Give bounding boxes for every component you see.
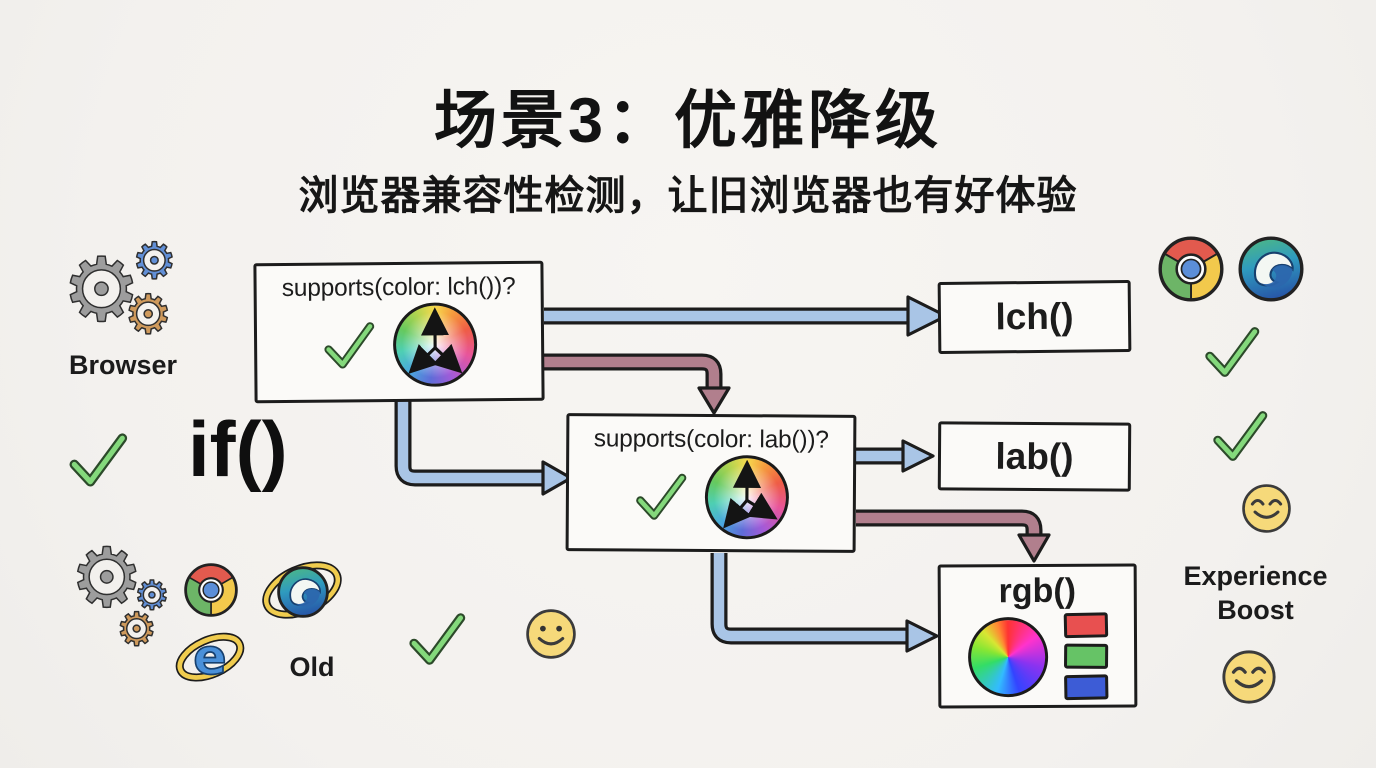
gear-icon: ⚙	[123, 283, 173, 346]
gears-icon: ⚙ ⚙ ⚙	[69, 531, 240, 668]
green-swatch	[1063, 643, 1108, 669]
node-lch: lch()	[937, 279, 1132, 355]
color-wheel-icon	[392, 302, 478, 388]
browser-label: Browser	[68, 350, 178, 380]
arrow-lab-fallback	[856, 509, 1051, 563]
smiley-icon	[1242, 484, 1291, 533]
svg-text:e: e	[193, 628, 226, 686]
check-icon	[409, 613, 466, 665]
experience-boost-label: Experience Boost	[1183, 561, 1328, 625]
check-icon	[69, 433, 128, 487]
gear-icon: ⚙	[69, 531, 144, 626]
smiley-icon	[526, 609, 576, 659]
page-title: 场景3：优雅降级	[433, 86, 943, 156]
node-lab-label: lab()	[995, 435, 1074, 477]
node-lab: lab()	[937, 421, 1132, 492]
color-wheel-icon	[704, 454, 790, 540]
red-swatch	[1063, 612, 1108, 639]
color-axes-icon	[408, 307, 463, 374]
check-icon	[1213, 411, 1268, 461]
old-label: Old	[289, 652, 335, 682]
chrome-icon	[1158, 236, 1224, 302]
arrow-lab-to-rgb	[710, 553, 939, 653]
gears-icon: ⚙ ⚙ ⚙	[61, 235, 212, 354]
node-supports-lab-label: supports(color: lab())?	[593, 425, 829, 454]
node-supports-lch-label: supports(color: lch())?	[281, 272, 516, 303]
arrow-lch-to-lab-check	[394, 401, 573, 496]
arrow-lch-supported	[544, 295, 948, 337]
color-axes-icon	[723, 459, 778, 529]
gear-icon: ⚙	[115, 602, 158, 656]
check-icon	[1205, 327, 1260, 377]
if-label: if()	[188, 405, 288, 493]
internet-explorer-icon: e	[175, 627, 245, 687]
page-subtitle: 浏览器兼容性检测，让旧浏览器也有好体验	[298, 174, 1078, 218]
blue-swatch	[1063, 674, 1108, 701]
node-lch-label: lch()	[995, 295, 1074, 338]
gear-icon: ⚙	[61, 238, 141, 341]
node-rgb-label: rgb()	[998, 571, 1077, 611]
rgb-swatches	[1063, 612, 1108, 701]
check-icon	[636, 473, 687, 520]
rgb-color-wheel-icon	[967, 616, 1048, 697]
edge-legacy-icon	[262, 561, 342, 619]
gear-icon: ⚙	[133, 573, 170, 619]
edge-icon	[1238, 236, 1304, 302]
arrow-lch-fallback	[544, 353, 731, 415]
gear-icon: ⚙	[131, 232, 177, 290]
smiley-icon	[1222, 650, 1276, 704]
chrome-icon	[184, 563, 238, 617]
node-rgb: rgb()	[937, 563, 1138, 709]
node-supports-lab: supports(color: lab())?	[565, 413, 857, 553]
arrow-lab-supported	[856, 439, 935, 473]
check-icon	[324, 322, 375, 369]
node-supports-lch: supports(color: lch())?	[253, 260, 545, 404]
